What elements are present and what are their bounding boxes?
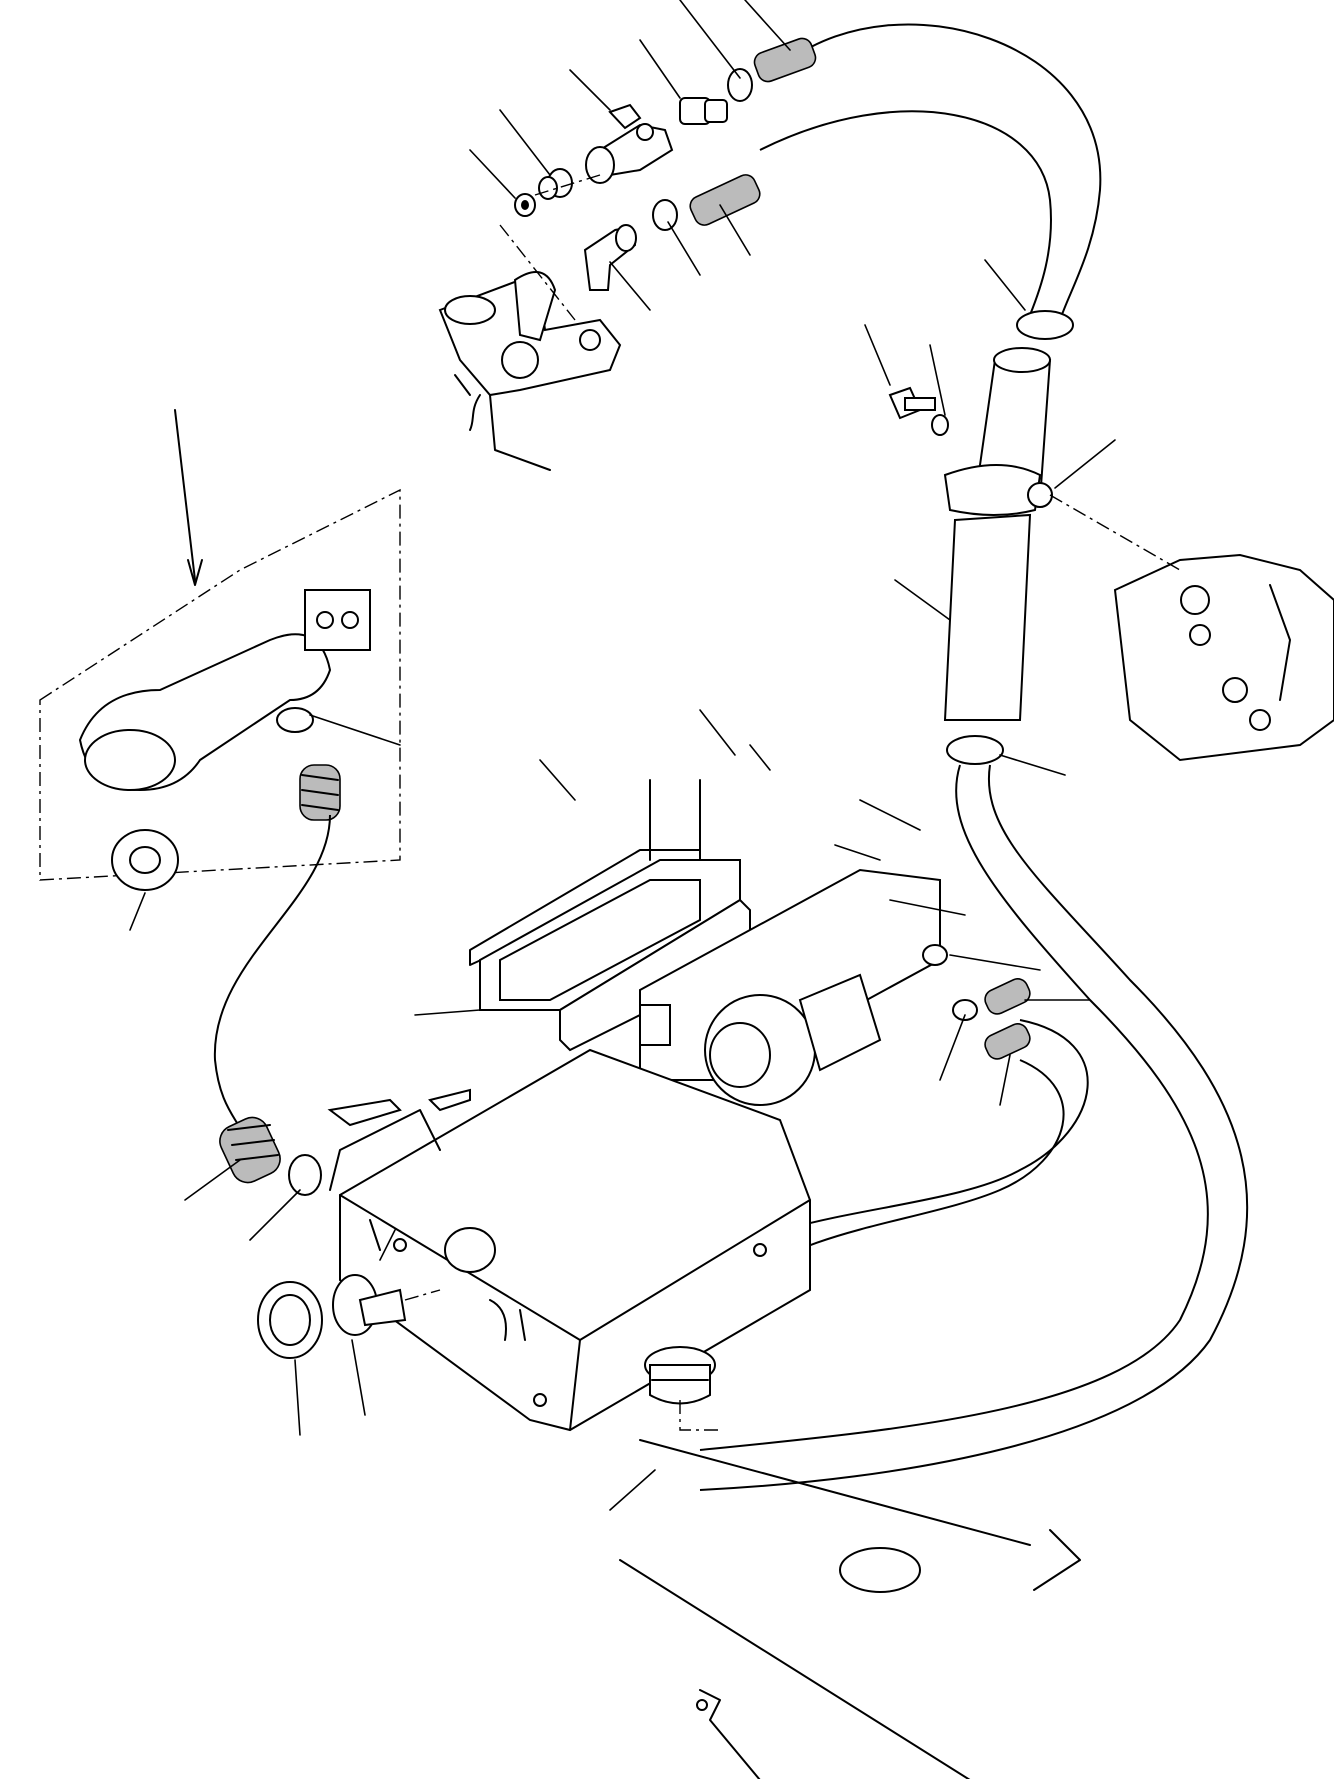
duct-lower	[943, 513, 1032, 721]
hose-nipple-upper	[922, 944, 948, 966]
washer-small	[514, 193, 536, 217]
hose-segment-top	[753, 37, 817, 83]
hose-clamp-upper-right	[1016, 310, 1074, 340]
hose-clamp-left-lower	[288, 1154, 322, 1196]
callout-leaders	[129, 0, 1116, 1511]
spring-hose-left-upper	[299, 764, 341, 821]
right-mount-group	[699, 310, 1334, 1491]
fitting-nut	[679, 97, 728, 125]
fitting-adapter	[538, 168, 573, 200]
outlet-louvre-ring	[257, 1281, 323, 1359]
floor-grommet	[644, 1346, 716, 1405]
vent-duct-arm	[78, 633, 332, 792]
hose-clamp-middle	[652, 199, 678, 231]
hose-segment-right-upper	[984, 978, 1031, 1015]
bolt-upper-right	[888, 386, 949, 436]
valve-block-base	[438, 271, 622, 471]
heater-unit-group	[219, 779, 1089, 1432]
heater-box	[327, 1048, 811, 1432]
hose-clamp-left-upper	[276, 707, 314, 733]
valve-fitting-group	[438, 23, 1102, 471]
hose-clamp-lower-right	[946, 735, 1004, 765]
hose-segment-right-lower	[984, 1023, 1031, 1060]
left-panel-group	[39, 409, 401, 1141]
hose-nipple-lower	[952, 999, 978, 1021]
vent-nozzle-bezel	[111, 829, 179, 891]
hose-clamp-top	[727, 68, 753, 102]
spring-hose-left-lower	[219, 1116, 281, 1184]
engine-mount-bracket	[1113, 553, 1334, 762]
hose-segment-middle	[689, 174, 761, 226]
floor-plate	[619, 1439, 1081, 1779]
valve-body	[585, 103, 674, 184]
blower-fan-wheel	[704, 973, 882, 1106]
outlet-adapter	[332, 1274, 407, 1336]
elbow-fitting	[583, 224, 637, 291]
socket-plate	[304, 589, 371, 651]
duct-collar-bracket	[943, 464, 1053, 516]
